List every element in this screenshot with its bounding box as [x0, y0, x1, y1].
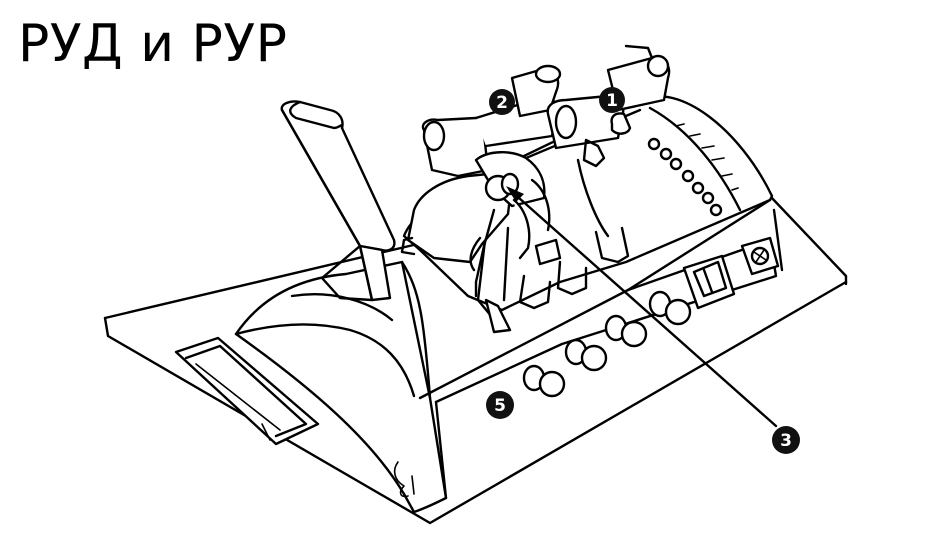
callout-2: 2: [489, 89, 515, 115]
callout-5-label: 5: [494, 396, 506, 416]
rotary-knob: [740, 236, 780, 276]
toggle-switch-3: [604, 314, 648, 348]
toggle-switch-2: [564, 338, 608, 372]
throttle-lever-3: [400, 151, 562, 334]
callout-3-label: 3: [780, 431, 792, 451]
detent-markings: [647, 106, 742, 217]
toggle-switch-1: [522, 364, 566, 398]
page-title: РУД и РУР: [18, 14, 288, 74]
housing-body: [234, 260, 448, 514]
callout-3-leader: [508, 188, 778, 428]
flap-lever: [280, 100, 396, 302]
spoiler-slot: [174, 336, 320, 446]
callout-1-label: 1: [606, 91, 618, 111]
throttle-lever-2: [421, 64, 562, 178]
toggle-switch-4: [648, 290, 692, 326]
callout-2-label: 2: [496, 93, 508, 113]
callout-5: 5: [486, 391, 514, 419]
callout-3-arrowhead: [506, 186, 524, 202]
callout-1: 1: [599, 87, 625, 113]
callout-3: 3: [772, 426, 800, 454]
rocker-switch: [682, 254, 736, 310]
